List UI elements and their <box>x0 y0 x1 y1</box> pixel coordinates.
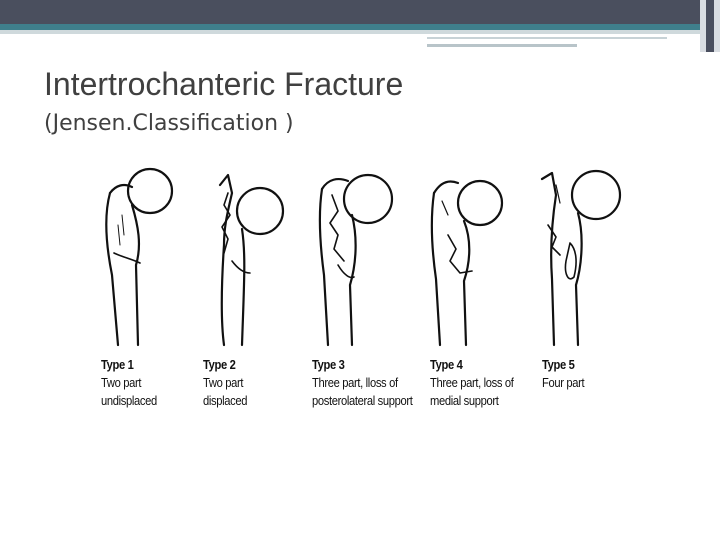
header-rule <box>427 37 667 39</box>
type-5-name: Type 5 <box>542 357 575 372</box>
femur-type-1 <box>105 167 174 347</box>
jensen-classification-figure <box>105 167 622 347</box>
header-bar <box>0 0 720 24</box>
type-3-line2: posterolateral support <box>312 393 413 408</box>
femur-type-5 <box>540 169 622 347</box>
type-4-caption: Type 4 Three part, loss of medial suppor… <box>430 356 514 410</box>
type-2-line2: displaced <box>203 393 248 408</box>
type-1-line1: Two part <box>101 375 142 390</box>
type-3-name: Type 3 <box>312 357 345 372</box>
header-corner-stripe <box>706 0 714 52</box>
type-2-name: Type 2 <box>203 357 236 372</box>
type-5-caption: Type 5 Four part <box>542 356 585 392</box>
header-light-bar <box>0 30 700 34</box>
slide-subtitle: (Jensen.Classification ) <box>44 111 294 136</box>
type-2-caption: Type 2 Two part displaced <box>203 356 247 410</box>
type-5-line1: Four part <box>542 375 585 390</box>
type-4-line1: Three part, loss of <box>430 375 514 390</box>
type-2-line1: Two part <box>203 375 244 390</box>
type-1-caption: Type 1 Two part undisplaced <box>101 356 157 410</box>
type-4-line2: medial support <box>430 393 499 408</box>
femur-type-2 <box>218 173 285 347</box>
slide-title: Intertrochanteric Fracture <box>44 66 404 102</box>
type-1-name: Type 1 <box>101 357 134 372</box>
type-3-caption: Type 3 Three part, lloss of posterolater… <box>312 356 413 410</box>
femur-type-4 <box>430 179 504 347</box>
type-3-line1: Three part, lloss of <box>312 375 398 390</box>
header-accent-bar <box>0 24 700 30</box>
header-rule-short <box>427 44 577 47</box>
type-4-name: Type 4 <box>430 357 463 372</box>
femur-type-3 <box>318 173 394 347</box>
type-1-line2: undisplaced <box>101 393 157 408</box>
